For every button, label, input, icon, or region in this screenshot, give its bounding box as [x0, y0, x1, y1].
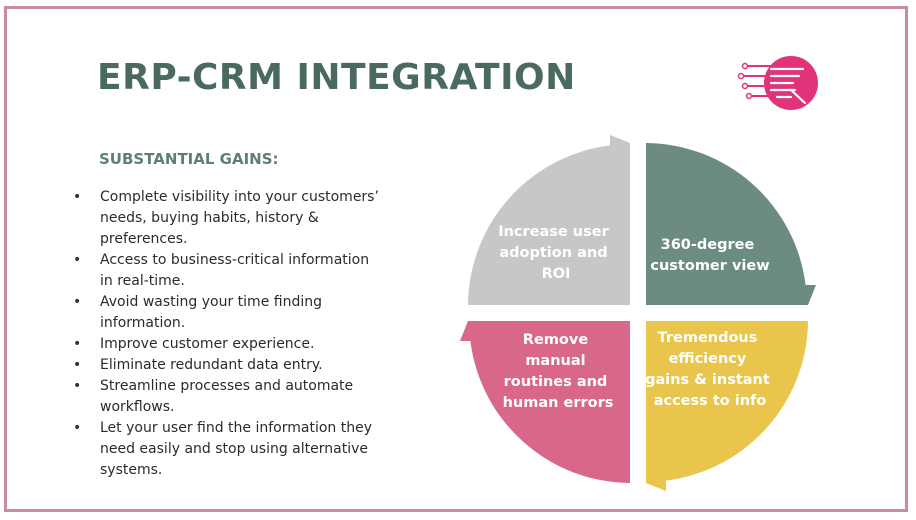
gains-list-item-line: workflows.	[100, 399, 175, 415]
gains-list-item-line: information.	[100, 315, 186, 331]
quadrant-bottom-left	[460, 321, 630, 483]
slide: ERP-CRM INTEGRATION SUBSTANTIAL GAINS: C…	[4, 6, 908, 512]
quadrant-top-left	[468, 135, 630, 305]
gains-list-item-line: Let your user find the information they	[100, 420, 372, 436]
gains-list-item-line: Avoid wasting your time finding	[100, 294, 322, 310]
gains-list-item-line: systems.	[100, 462, 163, 478]
gains-list-item: Eliminate redundant data entry.	[67, 355, 387, 376]
gains-list-item-line: Streamline processes and automate	[100, 378, 354, 394]
quadrant-top-left-label: Increase user adoption and ROI	[498, 224, 614, 282]
gains-list-item: Improve customer experience.	[67, 334, 387, 355]
gains-list-item: Let your user find the information they n…	[67, 418, 387, 481]
gains-list-item: Access to business-critical information i…	[67, 250, 387, 292]
quadrant-bottom-right	[646, 321, 808, 491]
quadrant-bottom-right-label: Tremendous efficiency gains & instant ac…	[645, 330, 775, 409]
gains-list-item: Complete visibility into your customers’…	[67, 187, 387, 250]
gains-heading: SUBSTANTIAL GAINS:	[99, 150, 279, 168]
cycle-diagram: Increase user adoption and ROI 360-degre…	[460, 135, 816, 491]
gains-list-item-line: in real-time.	[100, 273, 185, 289]
quadrant-top-right	[646, 143, 816, 305]
gains-list-item: Streamline processes and automate workflo…	[67, 376, 387, 418]
quadrant-top-right-label: 360-degree customer view	[650, 237, 769, 274]
quadrant-bottom-left-label: Remove manual routines and human errors	[503, 332, 614, 411]
gains-list-item-line: preferences.	[100, 231, 188, 247]
gains-list-item-line: needs, buying habits, history &	[100, 210, 319, 226]
gains-list-item-line: Eliminate redundant data entry.	[100, 357, 323, 373]
gains-list-item-line: Access to business-critical information	[100, 252, 370, 268]
gains-list: Complete visibility into your customers’…	[67, 187, 387, 481]
gains-list-item-line: Complete visibility into your customers’	[100, 189, 379, 205]
gains-list-item-line: Improve customer experience.	[100, 336, 315, 352]
page-title: ERP-CRM INTEGRATION	[97, 57, 576, 98]
gains-list-item-line: need easily and stop using alternative	[100, 441, 368, 457]
circuit-logo-icon	[737, 56, 818, 110]
gains-list-item: Avoid wasting your time finding informati…	[67, 292, 387, 334]
